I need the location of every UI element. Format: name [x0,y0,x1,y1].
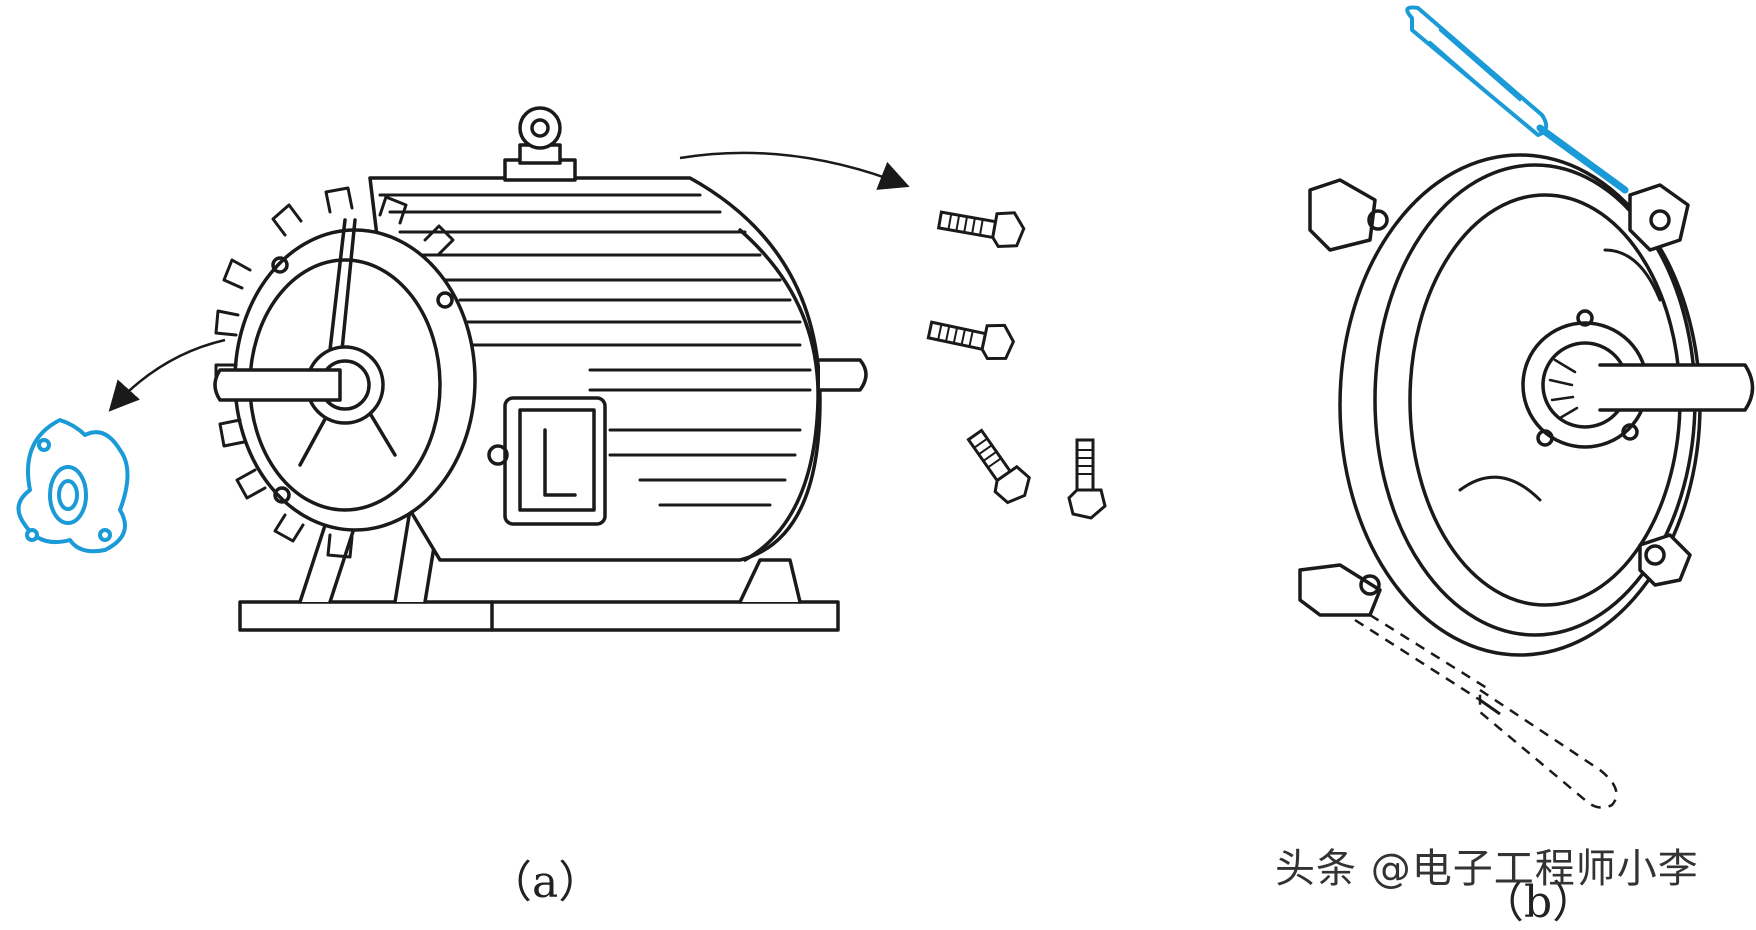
screwdriver-icon [1405,5,1629,194]
watermark: 头条 @电子工程师小李 [1275,846,1699,892]
disassembly-diagram [16,5,1755,809]
bearing-cap-icon [16,418,130,554]
screwdriver-ghost-icon [1354,613,1618,809]
arrow-to-bolts [679,151,910,190]
arrow-to-bearing-cap [108,338,226,412]
motor-illustration [213,106,868,632]
bolt-icon [926,210,1107,520]
end-cover-illustration [1298,153,1755,657]
caption-a: （a） [488,857,603,908]
